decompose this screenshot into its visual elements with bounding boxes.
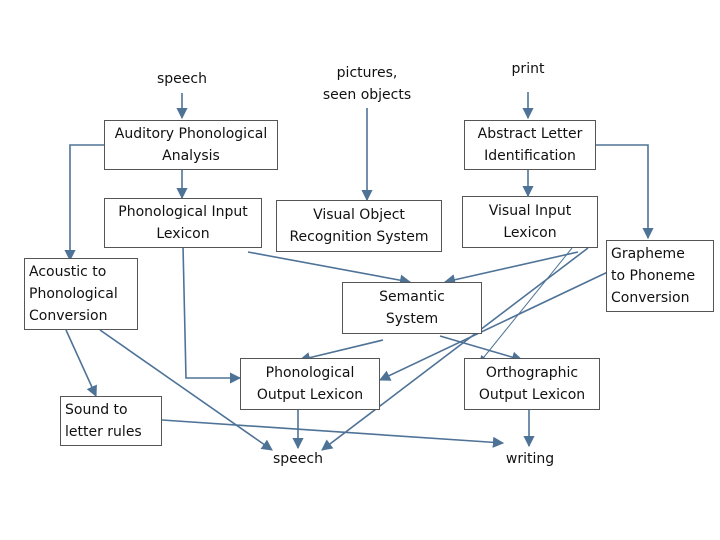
arrow-phon-input-to-phon-output: [182, 245, 242, 384]
arrow-sound-letter-to-writing: [161, 419, 505, 448]
arrow-visual-input-to-semantic: [443, 251, 579, 286]
arrow-acoustic-to-sound-letter: [65, 329, 97, 398]
arrow-auditory-to-acoustic: [64, 144, 108, 262]
output-writing: writing: [505, 451, 555, 467]
input-speech: speech: [157, 71, 207, 87]
box-sound-to-letter-rules: Sound to letter rules: [60, 396, 162, 446]
box-orthographic-output-lexicon: Orthographic Output Lexicon: [464, 358, 600, 410]
box-phonological-input-lexicon: Phonological Input Lexicon: [104, 198, 262, 248]
box-visual-object-recognition-system: Visual Object Recognition System: [276, 200, 442, 252]
box-grapheme-to-phoneme-conversion: Grapheme to Phoneme Conversion: [606, 240, 714, 312]
box-semantic-system: Semantic System: [342, 282, 482, 334]
arrow-semantic-to-phon-output: [298, 339, 384, 364]
input-print: print: [511, 61, 545, 77]
arrow-abstract-to-grapheme: [582, 144, 654, 240]
arrow-semantic-to-ortho-output: [439, 335, 524, 363]
box-auditory-phonological-analysis: Auditory Phonological Analysis: [104, 120, 278, 170]
box-phonological-output-lexicon: Phonological Output Lexicon: [240, 358, 380, 410]
output-speech: speech: [273, 451, 323, 467]
arrow-visual-input-to-ortho-output: [479, 247, 573, 363]
box-abstract-letter-identification: Abstract Letter Identification: [464, 120, 596, 170]
arrow-grapheme-to-phon-output: [378, 269, 613, 381]
arrow-visual-input-to-speech: [321, 247, 589, 451]
box-visual-input-lexicon: Visual Input Lexicon: [462, 196, 598, 248]
input-pictures-seen-objects: pictures, seen objects: [322, 65, 412, 103]
box-acoustic-to-phonological-conversion: Acoustic to Phonological Conversion: [24, 258, 138, 330]
arrow-phon-input-to-semantic: [247, 251, 412, 286]
arrow-acoustic-to-speech: [99, 329, 273, 451]
